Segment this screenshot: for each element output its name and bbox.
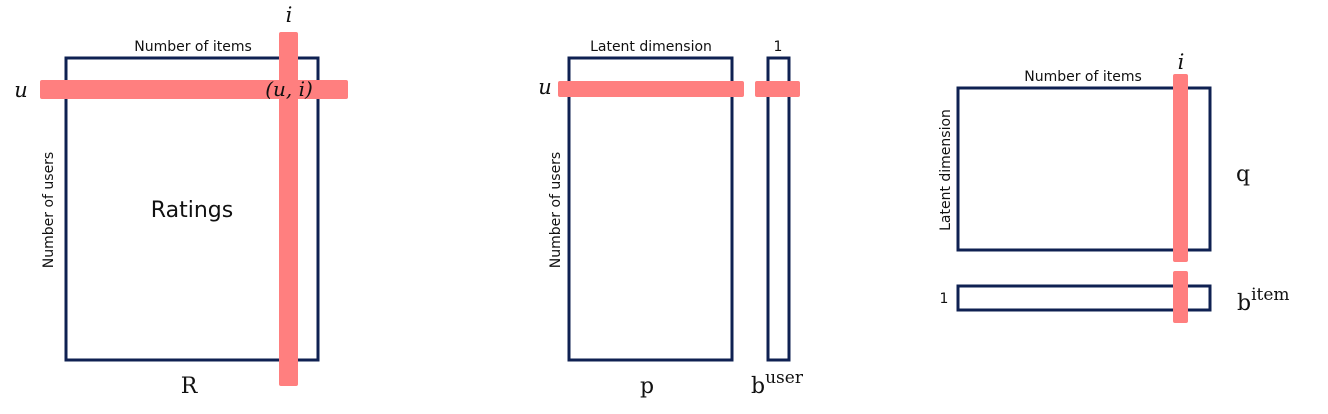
user-factors-row-symbol: u [538,75,552,99]
user-bias-top-label: 1 [774,39,783,55]
user-row-highlight [40,80,348,99]
user-bias-label: buser [751,368,804,399]
item-factor-matrix [956,86,1212,252]
item-bias-vector [956,284,1212,312]
ratings-bottom-label: R [181,374,199,399]
user-factors-top-label: Latent dimension [590,39,712,55]
item-factors-top-label: Number of items [1024,69,1142,85]
item-bias-left-label: 1 [940,291,949,307]
user-bias-highlight [755,81,800,97]
ratings-panel: Number of items Number of users Ratings … [14,3,348,399]
cell-label: (u, i) [265,77,313,101]
item-factors-col-symbol: i [1178,50,1185,74]
item-factors-right-label: q [1236,162,1250,187]
ratings-matrix-label: Ratings [151,198,233,223]
user-factors-side-label: Number of users [548,152,564,268]
ratings-side-label: Number of users [41,152,57,268]
item-bias-highlight [1173,271,1188,323]
ratings-matrix [64,56,320,362]
user-factors-panel: Latent dimension 1 Number of users u p b… [538,39,804,399]
user-bias-vector [766,56,791,362]
item-bias-superscript: item [1251,285,1289,305]
item-factor-column-highlight [1173,74,1188,262]
user-bias-superscript: user [765,368,804,388]
item-bias-label: bitem [1237,285,1290,316]
user-factor-row-highlight [558,81,744,97]
item-factors-panel: Number of items i Latent dimension q 1 b… [938,50,1290,323]
user-bias-base: b [751,374,765,399]
ratings-top-label: Number of items [134,39,252,55]
user-symbol: u [14,78,28,102]
item-symbol: i [286,3,293,27]
item-column-highlight [279,32,298,386]
item-factors-side-label: Latent dimension [938,109,954,231]
user-factors-bottom-label: p [640,374,654,399]
user-factor-matrix [567,56,734,362]
item-bias-base: b [1237,291,1251,316]
